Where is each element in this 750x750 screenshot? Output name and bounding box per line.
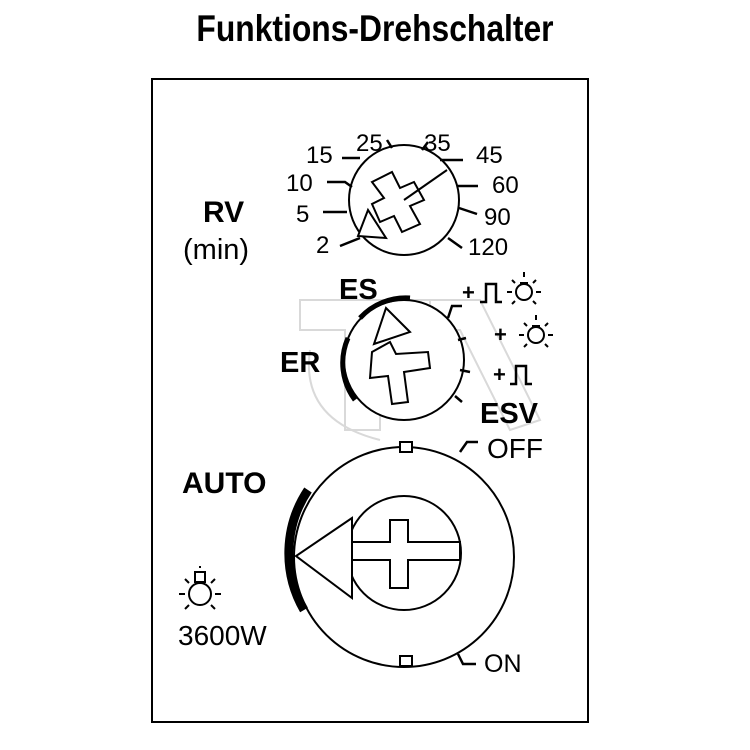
main-dial[interactable] bbox=[284, 440, 515, 668]
switch-panel bbox=[151, 78, 589, 723]
main-on-label: ON bbox=[484, 650, 522, 678]
rv-value-25: 25 bbox=[356, 130, 383, 157]
lamp-icon bbox=[179, 566, 221, 610]
rv-value-2: 2 bbox=[316, 232, 330, 259]
lamp-icon bbox=[519, 315, 553, 348]
mode-plus-lamp: + bbox=[494, 322, 507, 347]
rv-value-5: 5 bbox=[296, 201, 310, 228]
mode-plus-pulse-lamp: + bbox=[462, 280, 475, 305]
rv-unit-label: (min) bbox=[183, 234, 250, 266]
arrow-pointer-icon bbox=[294, 516, 353, 600]
arrow-pointer-icon bbox=[372, 306, 412, 346]
rv-value-120: 120 bbox=[468, 234, 509, 261]
rv-value-45: 45 bbox=[476, 142, 503, 169]
screw-slot-icon bbox=[370, 170, 426, 234]
rv-ticks bbox=[323, 139, 478, 250]
rv-value-35: 35 bbox=[424, 130, 451, 157]
pulse-icon bbox=[480, 282, 502, 304]
rv-value-15: 15 bbox=[306, 142, 333, 169]
mode-dial[interactable] bbox=[340, 295, 471, 421]
mode-es-label: ES bbox=[339, 274, 378, 306]
rv-dial[interactable] bbox=[323, 139, 478, 256]
rv-label: RV bbox=[203, 196, 245, 229]
power-rating-label: 3600W bbox=[178, 620, 267, 651]
rv-value-90: 90 bbox=[484, 204, 511, 231]
screw-slot-icon bbox=[368, 340, 432, 406]
pulse-icon bbox=[510, 364, 532, 386]
mode-plus-pulse: + bbox=[493, 362, 506, 387]
arrow-pointer-icon bbox=[356, 207, 388, 240]
lamp-icon bbox=[507, 272, 541, 305]
rv-value-60: 60 bbox=[492, 172, 519, 199]
main-off-label: OFF bbox=[487, 433, 543, 464]
main-auto-label: AUTO bbox=[182, 467, 267, 500]
rv-value-10: 10 bbox=[286, 170, 313, 197]
mode-esv-label: ESV bbox=[480, 398, 539, 430]
page-title: Funktions-Drehschalter bbox=[196, 8, 554, 49]
mode-er-label: ER bbox=[280, 347, 321, 379]
